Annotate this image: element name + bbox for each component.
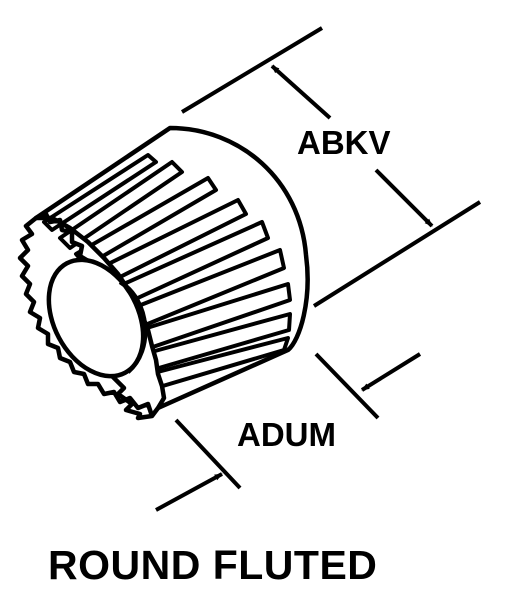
figure-caption: ROUND FLUTED bbox=[48, 542, 378, 588]
bore-outer bbox=[46, 257, 146, 379]
adum-dimension-label: ADUM bbox=[237, 416, 336, 453]
abkv-extension-line-bottom bbox=[312, 200, 482, 308]
flute-1 bbox=[42, 153, 158, 232]
adum-extension-line-left bbox=[174, 418, 242, 490]
bore-inner-edge bbox=[118, 280, 148, 374]
abkv-arrow-upper bbox=[270, 64, 332, 120]
flute-grooves bbox=[42, 153, 292, 390]
abkv-extension-line-top bbox=[180, 26, 324, 114]
adum-arrow-right bbox=[360, 352, 422, 392]
abkv-dimension bbox=[180, 26, 482, 308]
flute-2 bbox=[58, 160, 184, 250]
front-face-teeth bbox=[17, 216, 155, 417]
abkv-dimension-label: ABKV bbox=[297, 124, 391, 161]
adum-arrow-left bbox=[155, 472, 223, 512]
adum-dimension bbox=[155, 352, 422, 512]
abkv-arrow-lower bbox=[374, 168, 434, 228]
center-bore bbox=[46, 257, 148, 379]
adum-extension-line-right bbox=[314, 352, 380, 420]
